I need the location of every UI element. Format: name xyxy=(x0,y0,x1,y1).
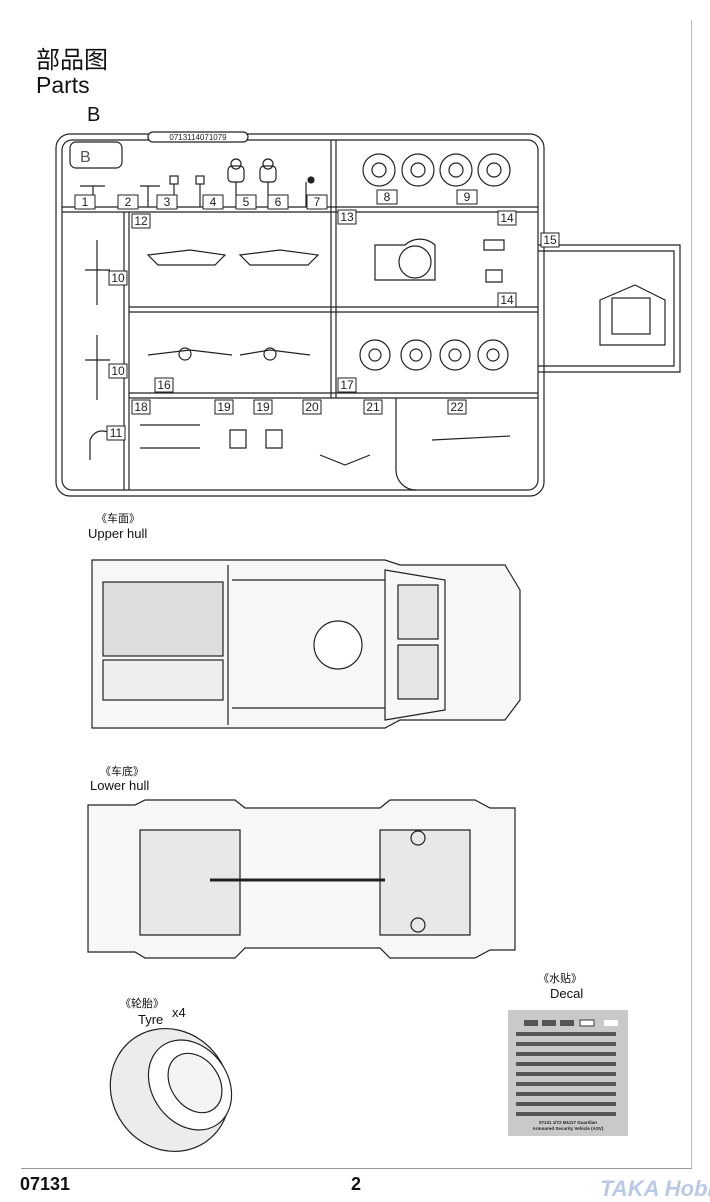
part-number-8: 8 xyxy=(376,189,398,205)
tyre-label-cn: 《轮胎》 xyxy=(120,997,164,1010)
page-frame xyxy=(21,20,692,1169)
wheel-parts xyxy=(359,153,511,371)
svg-text:22: 22 xyxy=(450,400,464,414)
svg-text:5: 5 xyxy=(243,195,250,209)
upper-hull-label-cn: 《车面》 xyxy=(96,512,140,525)
part-number-6: 6 xyxy=(267,194,289,210)
svg-text:18: 18 xyxy=(134,400,148,414)
sprue-frame-letter: B xyxy=(80,149,91,166)
svg-text:6: 6 xyxy=(275,195,282,209)
svg-text:14: 14 xyxy=(500,293,514,307)
part-number-4: 4 xyxy=(202,194,224,210)
lower-hull-drawing xyxy=(87,799,516,959)
part-number-12: 12 xyxy=(131,213,151,229)
sprue-letter: B xyxy=(87,104,101,126)
title-chinese: 部品图 xyxy=(36,46,108,74)
part-number-22: 22 xyxy=(447,399,467,415)
svg-text:10: 10 xyxy=(111,364,125,378)
decal-caption-2: Armoured Security Vehicle (ASV) xyxy=(533,1126,604,1131)
part-number-11: 11 xyxy=(106,425,126,441)
svg-text:20: 20 xyxy=(305,400,319,414)
tyre-quantity: x4 xyxy=(172,1005,186,1020)
sprue-frame xyxy=(55,131,681,497)
svg-text:12: 12 xyxy=(134,214,148,228)
svg-text:4: 4 xyxy=(210,195,217,209)
svg-text:11: 11 xyxy=(110,426,123,440)
part-number-2: 2 xyxy=(117,194,139,210)
title-english: Parts xyxy=(36,72,90,98)
svg-text:3: 3 xyxy=(164,195,171,209)
part-number-5: 5 xyxy=(235,194,257,210)
part-number-19b: 19 xyxy=(253,399,273,415)
svg-text:19: 19 xyxy=(256,400,270,414)
svg-text:16: 16 xyxy=(157,378,171,392)
sprue-code: 0713114071079 xyxy=(169,133,227,142)
turret-and-suspension xyxy=(85,238,666,466)
page-number: 2 xyxy=(351,1174,362,1194)
tyre-label: Tyre xyxy=(138,1012,164,1027)
part-number-13: 13 xyxy=(337,209,357,225)
tyre-drawing xyxy=(109,1027,233,1153)
svg-text:2: 2 xyxy=(125,195,132,209)
svg-text:14: 14 xyxy=(500,211,514,225)
svg-text:17: 17 xyxy=(340,378,354,392)
part-number-10b: 10 xyxy=(108,363,128,379)
part-number-7: 7 xyxy=(306,194,328,210)
watermark: TAKA Hobby xyxy=(600,1176,710,1201)
svg-text:8: 8 xyxy=(384,190,391,204)
decal-sheet: 07131 1/72 M1117 Guardian Armoured Secur… xyxy=(508,1010,628,1136)
svg-text:7: 7 xyxy=(314,195,321,209)
part-number-18: 18 xyxy=(131,399,151,415)
lower-hull-label-cn: 《车底》 xyxy=(100,765,144,778)
part-number-17: 17 xyxy=(337,377,357,393)
part-number-19a: 19 xyxy=(214,399,234,415)
part-number-15: 15 xyxy=(540,232,560,248)
svg-text:13: 13 xyxy=(340,210,354,224)
svg-text:9: 9 xyxy=(464,190,471,204)
upper-hull-drawing xyxy=(91,559,521,729)
lower-hull-label: Lower hull xyxy=(90,778,150,793)
svg-text:10: 10 xyxy=(111,271,125,285)
upper-hull-label: Upper hull xyxy=(88,526,148,541)
part-number-16: 16 xyxy=(154,377,174,393)
svg-text:15: 15 xyxy=(543,233,557,247)
part-number-10a: 10 xyxy=(108,270,128,286)
decal-label-cn: 《水贴》 xyxy=(538,972,582,985)
svg-text:21: 21 xyxy=(366,400,380,414)
part-number-14b: 14 xyxy=(497,292,517,308)
part-number-3: 3 xyxy=(156,194,178,210)
part-number-1: 1 xyxy=(74,194,96,210)
svg-text:1: 1 xyxy=(82,195,89,209)
part-number-14a: 14 xyxy=(497,210,517,226)
part-number-21: 21 xyxy=(363,399,383,415)
part-number-9: 9 xyxy=(456,189,478,205)
decal-label: Decal xyxy=(550,986,584,1001)
product-code: 07131 xyxy=(20,1174,71,1194)
decal-caption-1: 07131 1/72 M1117 Guardian xyxy=(539,1120,597,1125)
part-number-20: 20 xyxy=(302,399,322,415)
svg-text:19: 19 xyxy=(217,400,231,414)
